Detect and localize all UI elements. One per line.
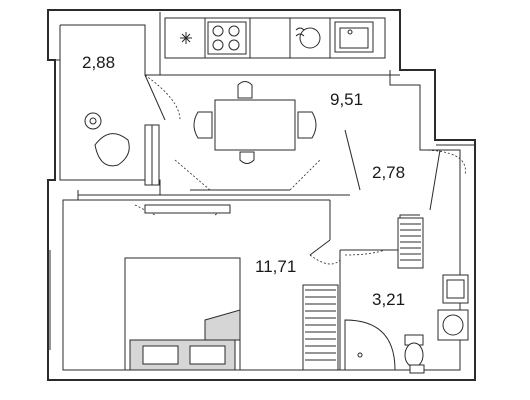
armchair-icon bbox=[84, 112, 130, 167]
room-area-bedroom: 11,71 bbox=[255, 257, 296, 276]
snowflake-icon bbox=[180, 32, 192, 44]
vent-icon bbox=[409, 364, 425, 374]
dining-table-icon bbox=[193, 81, 317, 164]
bathroom-sink-icon bbox=[442, 274, 469, 304]
windows bbox=[49, 12, 474, 350]
shower-icon bbox=[344, 319, 396, 371]
cooktop-icon bbox=[207, 21, 247, 55]
kitchen-counter bbox=[164, 17, 386, 59]
room-area-balcony: 2,88 bbox=[82, 53, 115, 72]
wardrobe-icon bbox=[302, 284, 339, 371]
washing-machine-icon bbox=[437, 309, 469, 341]
sink-icon bbox=[334, 21, 374, 53]
room-area-hall: 2,78 bbox=[372, 163, 405, 182]
bed-icon bbox=[124, 257, 241, 371]
toilet-icon bbox=[404, 334, 424, 368]
balcony-wall bbox=[59, 60, 161, 195]
door-swings bbox=[134, 74, 466, 265]
interior-walls bbox=[78, 129, 420, 370]
room-area-kitchen: 9,51 bbox=[330, 90, 363, 109]
room-area-bathroom: 3,21 bbox=[372, 290, 405, 309]
washer-icon bbox=[295, 27, 321, 49]
radiator-icon bbox=[397, 217, 424, 269]
